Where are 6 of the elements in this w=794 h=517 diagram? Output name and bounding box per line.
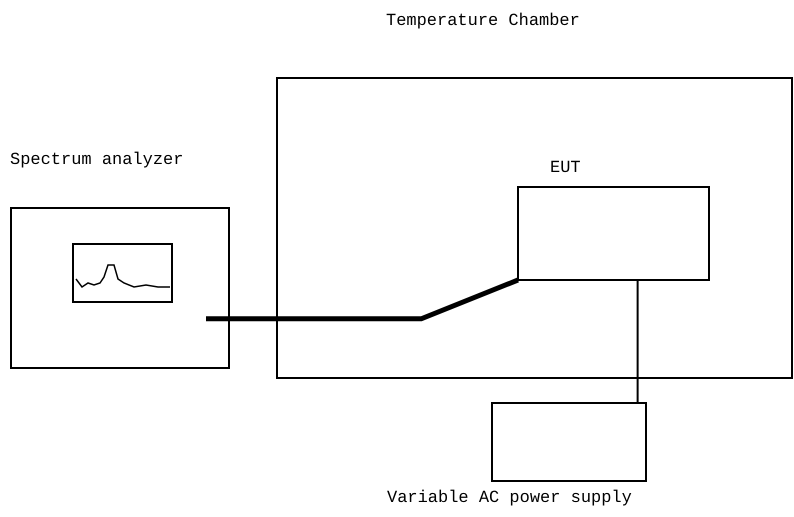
equipment-label: Temperature Chamber [386, 13, 580, 30]
equipment-label: Variable AC power supply [387, 490, 632, 507]
equipment-label: Spectrum analyzer [10, 152, 184, 169]
cable [206, 278, 519, 322]
equipment-label: EUT [550, 160, 581, 177]
power-cable [636, 280, 639, 403]
